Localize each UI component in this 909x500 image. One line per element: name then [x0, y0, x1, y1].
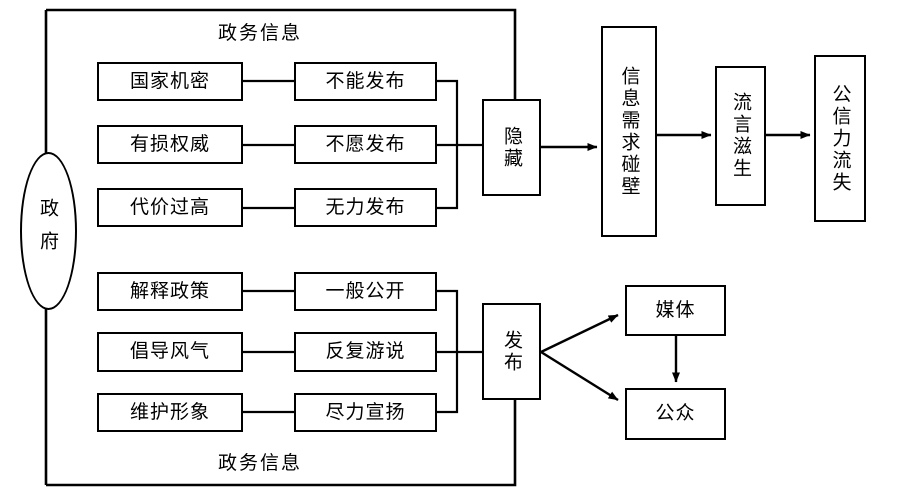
hub-hide[interactable]: 隐藏	[482, 99, 541, 196]
action-label: 一般公开	[325, 279, 406, 302]
caption-bottom: 政务信息	[218, 452, 303, 474]
outcome-label: 信息需求碰壁	[618, 65, 641, 198]
release-arrows	[540, 313, 680, 402]
action-box-cannot-publish[interactable]: 不能发布	[294, 62, 437, 101]
action-box-general-disclosure[interactable]: 一般公开	[294, 272, 437, 311]
reason-label: 解释政策	[129, 279, 210, 302]
reason-label: 有损权威	[129, 132, 210, 155]
row-links-bottom	[243, 289, 294, 414]
receiver-media[interactable]: 媒体	[625, 285, 726, 336]
receiver-label: 媒体	[655, 298, 696, 321]
action-box-unable-publish[interactable]: 无力发布	[294, 188, 437, 227]
action-label: 反复游说	[325, 340, 406, 363]
reason-box-advocate-ethos[interactable]: 倡导风气	[97, 332, 243, 372]
outcome-credibility-loss[interactable]: 公信力流失	[814, 55, 866, 222]
action-label: 无力发布	[325, 195, 406, 218]
action-label: 不愿发布	[325, 132, 406, 155]
action-label: 不能发布	[325, 69, 406, 92]
outer-frame	[44, 8, 517, 487]
outcome-label: 公信力流失	[829, 83, 852, 194]
reason-box-secret[interactable]: 国家机密	[97, 62, 243, 101]
action-box-full-promotion[interactable]: 尽力宣扬	[294, 393, 437, 432]
outcome-demand-blocked[interactable]: 信息需求碰壁	[601, 26, 657, 237]
hub-release-label: 发布	[501, 329, 523, 374]
reason-box-cost[interactable]: 代价过高	[97, 188, 243, 227]
outcome-rumor-growth[interactable]: 流言滋生	[715, 66, 766, 206]
reason-box-explain-policy[interactable]: 解释政策	[97, 272, 243, 311]
chain-arrows	[541, 131, 811, 151]
outcome-label: 流言滋生	[730, 92, 752, 180]
reason-label: 维护形象	[129, 400, 210, 423]
action-box-repeated-lobbying[interactable]: 反复游说	[294, 332, 437, 372]
reason-box-protect-image[interactable]: 维护形象	[97, 393, 243, 432]
bracket-release	[437, 289, 482, 414]
hub-hide-label: 隐藏	[501, 125, 523, 170]
row-links-top	[243, 79, 294, 210]
government-label: 政府	[37, 198, 59, 264]
reason-label: 国家机密	[129, 69, 210, 92]
action-label: 尽力宣扬	[325, 400, 406, 423]
action-box-unwilling-publish[interactable]: 不愿发布	[294, 125, 437, 164]
receiver-public[interactable]: 公众	[625, 388, 726, 440]
receiver-label: 公众	[655, 402, 696, 425]
reason-box-authority[interactable]: 有损权威	[97, 125, 243, 164]
government-node[interactable]: 政府	[20, 152, 77, 310]
bracket-hidden	[437, 79, 482, 210]
hub-release[interactable]: 发布	[482, 303, 541, 400]
caption-top: 政务信息	[218, 22, 303, 44]
reason-label: 代价过高	[129, 195, 210, 218]
reason-label: 倡导风气	[129, 340, 210, 363]
